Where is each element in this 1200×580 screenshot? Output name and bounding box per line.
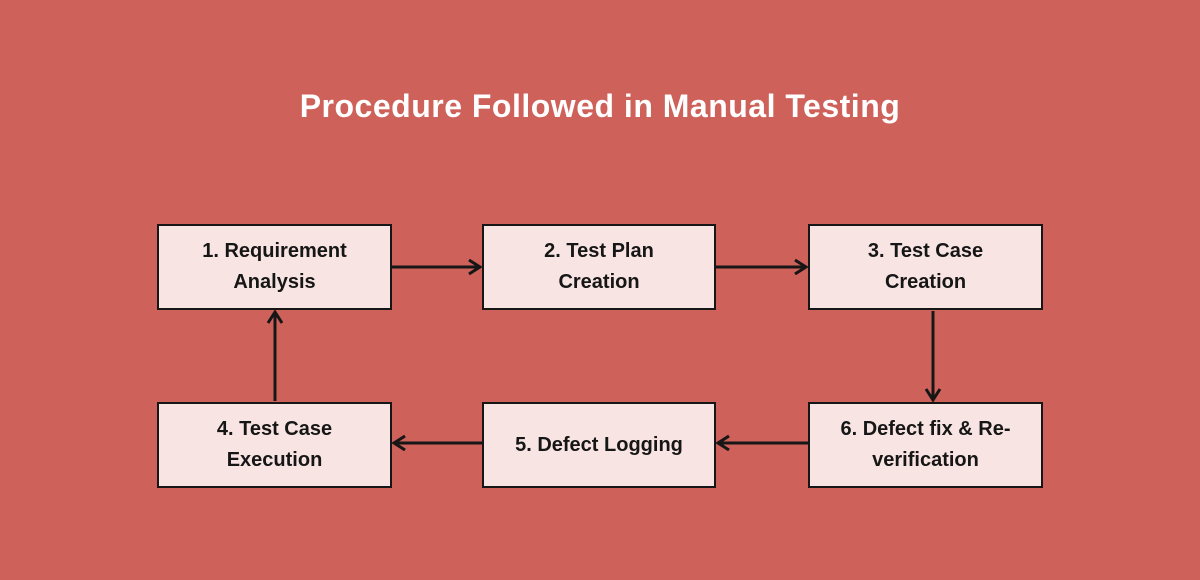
step-label-line: Analysis (233, 271, 316, 293)
step-label-line: 5. Defect Logging (515, 433, 683, 456)
step-label-line: Creation (884, 271, 967, 293)
step-label-line: 4. Test Case (216, 418, 333, 440)
step-label-line: 3. Test Case (867, 240, 984, 262)
diagram-title: Procedure Followed in Manual Testing (299, 88, 901, 124)
flow-step-requirement-analysis: 1. Requirement Analysis (157, 224, 392, 310)
step-label-line: Creation (558, 271, 640, 293)
step-label-line: 1. Requirement (202, 240, 347, 262)
flow-step-test-plan-creation: 2. Test Plan Creation (482, 224, 716, 310)
flow-step-test-case-execution: 4. Test Case Execution (157, 402, 392, 488)
step-label-line: 2. Test Plan (544, 240, 654, 262)
flow-step-defect-fix-reverification: 6. Defect fix & Re- verification (808, 402, 1043, 488)
flow-step-defect-logging: 5. Defect Logging (482, 402, 716, 488)
step-label-line: verification (872, 449, 979, 471)
flow-step-test-case-creation: 3. Test Case Creation (808, 224, 1043, 310)
step-label-line: 6. Defect fix & Re- (840, 418, 1011, 440)
step-label-line: Execution (226, 449, 323, 471)
